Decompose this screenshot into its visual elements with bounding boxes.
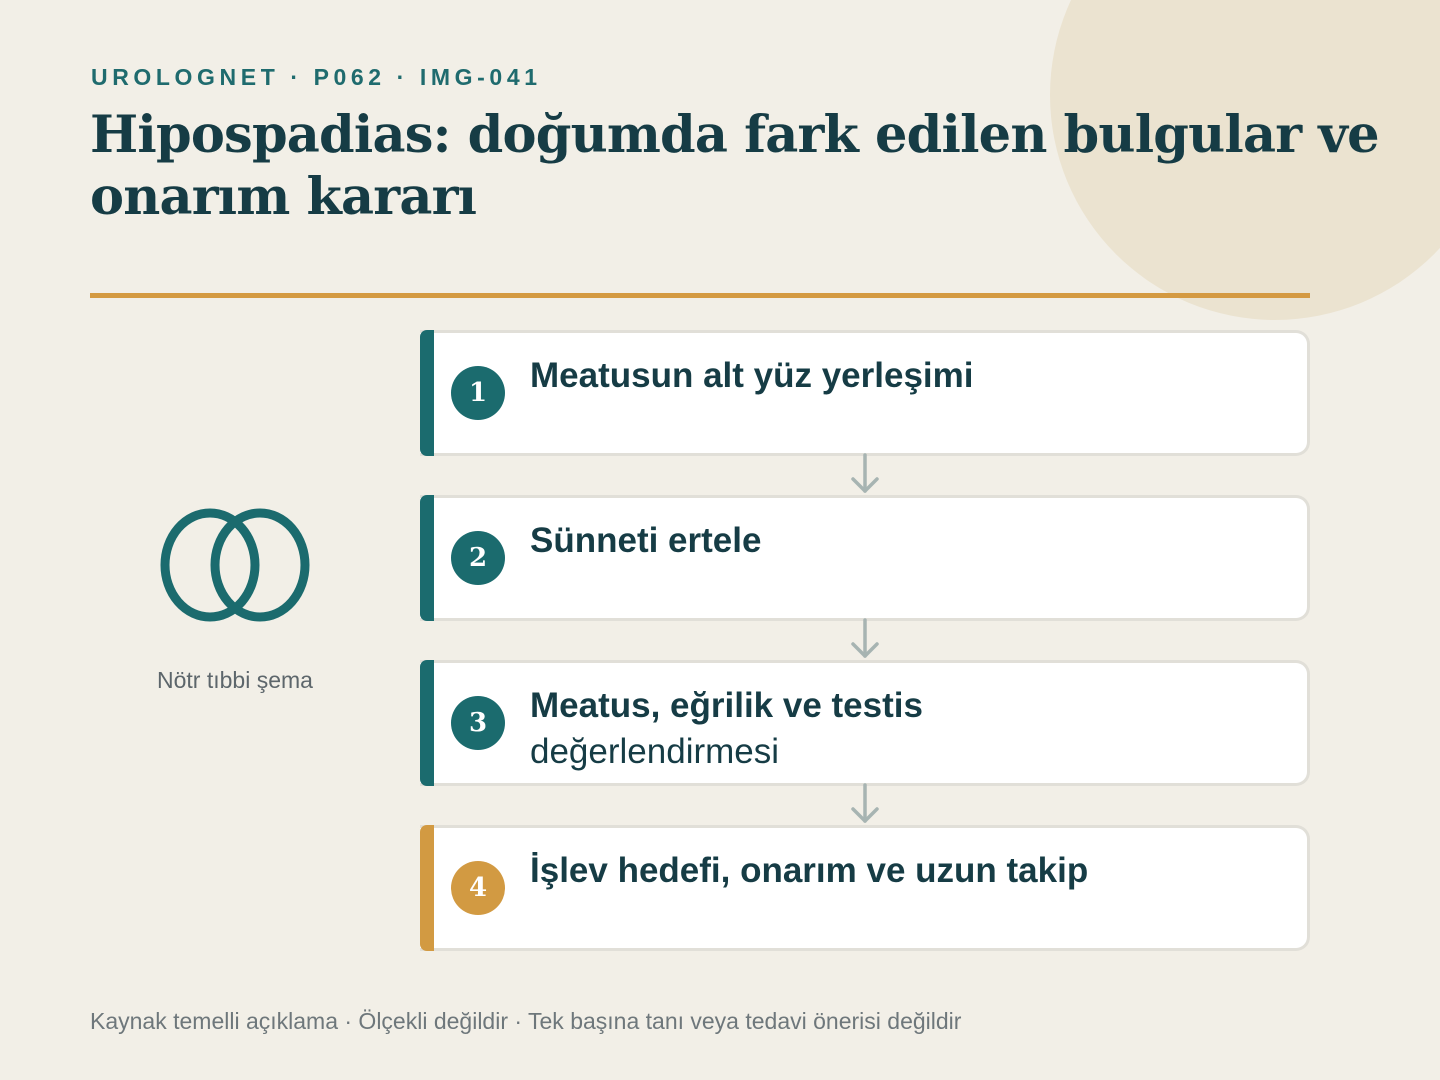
- eyebrow-label: UROLOGNET · P062 · IMG-041: [91, 64, 542, 90]
- down-arrow-icon: [851, 783, 879, 823]
- step-label-continuation: değerlendirmesi: [530, 732, 780, 771]
- step-number-badge: 1: [451, 366, 505, 420]
- step-label-line: Meatus, eğrilik ve testis: [530, 686, 923, 725]
- page-title: Hipospadias: doğumda fark edilen bulgula…: [90, 105, 1380, 227]
- step-label: İşlev hedefi, onarım ve uzun takip: [530, 848, 1290, 894]
- step-card-1: 1 Meatusun alt yüz yerleşimi: [420, 330, 1310, 456]
- step-label: Meatus, eğrilik ve testis değerlendirmes…: [530, 683, 1290, 775]
- interlocking-rings-icon: [158, 505, 312, 625]
- step-label-line: Sünneti ertele: [530, 521, 762, 560]
- footer-note: Kaynak temelli açıklama · Ölçekli değild…: [90, 1008, 962, 1034]
- down-arrow-icon: [851, 618, 879, 658]
- step-card-3: 3 Meatus, eğrilik ve testis değerlendirm…: [420, 660, 1310, 786]
- step-accent-bar: [420, 660, 434, 786]
- step-number-badge: 2: [451, 531, 505, 585]
- step-label-line: Meatusun alt yüz yerleşimi: [530, 356, 974, 395]
- step-accent-bar: [420, 330, 434, 456]
- step-accent-bar: [420, 825, 434, 951]
- step-label: Sünneti ertele: [530, 518, 1290, 564]
- step-label: Meatusun alt yüz yerleşimi: [530, 353, 1290, 399]
- step-card-4: 4 İşlev hedefi, onarım ve uzun takip: [420, 825, 1310, 951]
- step-label-line: İşlev hedefi, onarım ve uzun takip: [530, 851, 1089, 890]
- step-card-2: 2 Sünneti ertele: [420, 495, 1310, 621]
- down-arrow-icon: [851, 453, 879, 493]
- step-number-badge: 3: [451, 696, 505, 750]
- title-divider: [90, 293, 1310, 298]
- step-number-badge: 4: [451, 861, 505, 915]
- step-accent-bar: [420, 495, 434, 621]
- icon-caption: Nötr tıbbi şema: [157, 667, 313, 693]
